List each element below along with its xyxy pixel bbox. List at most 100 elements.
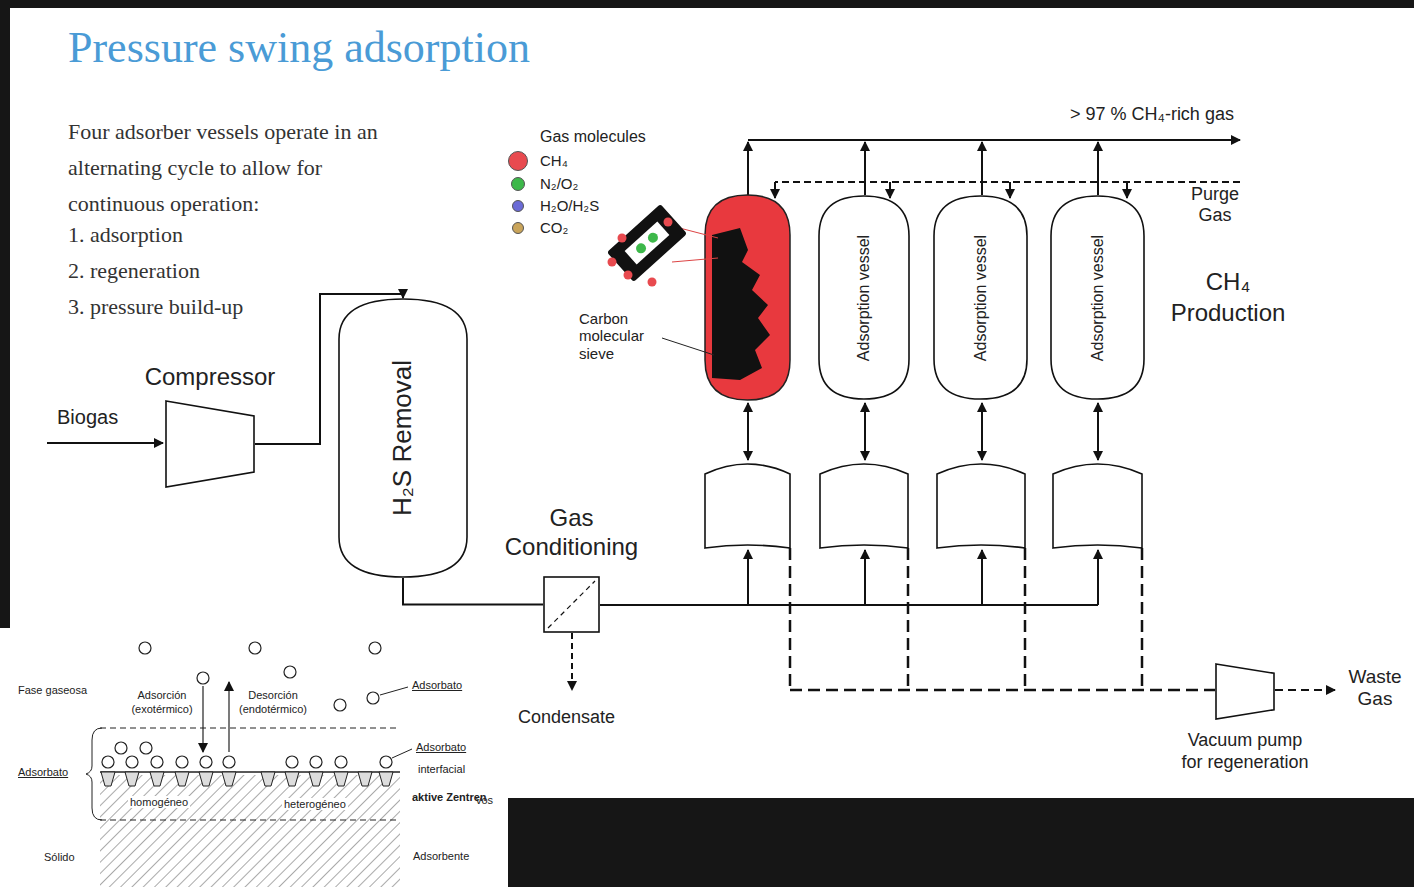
list-item: 3. pressure build-up	[68, 294, 243, 320]
adsorbate-molecule	[284, 666, 296, 678]
feed-riser	[747, 550, 749, 605]
inset-label: Fase gaseosa	[18, 684, 87, 696]
intro-text: Four adsorber vessels operate in an alte…	[68, 114, 398, 222]
phase-boundary	[100, 728, 398, 729]
active-site	[285, 772, 299, 786]
inset-label: homogéneo	[128, 796, 190, 808]
adsorbate-molecule	[139, 642, 151, 654]
product-riser	[747, 142, 749, 195]
purge-drop	[889, 182, 891, 198]
inset-label: vos	[476, 794, 493, 806]
vessel-tank-arrow	[981, 403, 983, 460]
active-site	[175, 772, 189, 786]
inset-label: Adsorbato	[416, 741, 466, 753]
node-label: Vacuum pump for regeneration	[1175, 730, 1315, 773]
inset-label: heterogéneo	[282, 798, 348, 810]
vacuum-drop	[907, 548, 910, 690]
vessel-outline	[934, 196, 1027, 399]
adsorbent-solid	[100, 775, 400, 887]
molecule	[634, 241, 648, 255]
leader-line	[380, 687, 408, 695]
legend-label: CH₄	[540, 152, 568, 169]
legend-swatch	[512, 222, 524, 234]
vacuum-drop	[789, 548, 792, 690]
adsorbate-molecule	[197, 672, 209, 684]
surface-line	[100, 771, 400, 773]
condensate-arrow	[571, 633, 573, 690]
buffer-tank	[820, 464, 908, 548]
node-outline	[543, 576, 600, 633]
adsorbate-bracket	[86, 728, 102, 820]
node-label: Adsorption vessel	[1088, 234, 1107, 360]
adsorbate-molecule	[334, 699, 346, 711]
vacuum-drop	[1024, 548, 1027, 690]
active-site	[101, 772, 115, 786]
active-site	[358, 772, 372, 786]
machine-node: Compressor	[165, 400, 255, 488]
vessel-node: Adsorption vessel	[818, 195, 910, 400]
inset-label: Adsorbato	[18, 766, 68, 778]
feed-arrow	[47, 442, 163, 444]
active-site	[379, 772, 393, 786]
node-label: H₂S Removal	[387, 360, 418, 516]
inset-label: aktive Zentren	[412, 791, 487, 803]
inset-panel	[0, 628, 508, 887]
adsorbate-molecule	[223, 756, 235, 768]
molecule	[664, 218, 673, 227]
vessel-tank-arrow	[864, 403, 866, 460]
product-riser	[1097, 142, 1099, 195]
waste-arrow	[1275, 689, 1335, 691]
stream-label: Condensate	[518, 707, 615, 728]
molecule	[646, 231, 660, 245]
node-outline	[1215, 663, 1275, 720]
legend-label: H₂O/H₂S	[540, 197, 599, 214]
legend-swatch	[512, 200, 524, 212]
active-site	[334, 772, 348, 786]
molecule	[608, 258, 617, 267]
molecule	[648, 278, 657, 287]
adsorbate-molecule	[140, 742, 152, 754]
buffer-tank	[1053, 464, 1142, 548]
purge-drop	[1009, 182, 1011, 198]
buffer-tank	[937, 464, 1025, 548]
adsorbate-molecule	[369, 642, 381, 654]
inset-label: interfacial	[418, 763, 465, 775]
node-outline	[165, 400, 255, 488]
legend-label: CO₂	[540, 219, 568, 236]
legend-swatch	[508, 151, 528, 171]
purge-drop	[774, 182, 776, 198]
section-label: CH₄ Production	[1153, 266, 1303, 328]
legend-swatch	[511, 177, 525, 191]
filter-diagonal	[548, 581, 595, 628]
callout-label: Carbon molecular sieve	[579, 310, 669, 362]
product-riser	[981, 142, 983, 195]
vessel-outline	[1051, 196, 1144, 399]
sieve-pore	[625, 222, 670, 265]
active-adsorption-vessel	[705, 195, 790, 400]
carbon-sieve-bulk	[712, 228, 770, 380]
vessel-node: Adsorption vessel	[1050, 195, 1145, 400]
inset-label: Adsorción (exotérmico)	[126, 689, 198, 717]
zoom-line	[672, 258, 718, 262]
sieve-leader	[662, 338, 714, 355]
inset-label: Adsorbato	[412, 679, 462, 691]
stream-label: Biogas	[57, 406, 118, 429]
adsorbate-molecule	[249, 642, 261, 654]
active-site	[222, 772, 236, 786]
adsorbate-molecule	[310, 756, 322, 768]
inset-label: Desorción (endotérmico)	[234, 689, 312, 717]
slide-title: Pressure swing adsorption	[68, 22, 530, 73]
adsorbate-molecule	[335, 756, 347, 768]
adsorbate-molecule	[176, 756, 188, 768]
vessel-node: Adsorption vessel	[933, 195, 1028, 400]
purge-drop	[1126, 182, 1128, 198]
active-site	[125, 772, 139, 786]
vacuum-header	[790, 689, 1215, 692]
feed-riser	[864, 550, 866, 605]
process-box: Gas Conditioning	[543, 576, 600, 633]
buffer-tank	[705, 464, 790, 548]
leader-line	[392, 749, 412, 758]
machine-node: Vacuum pump for regeneration	[1215, 663, 1275, 720]
active-site	[261, 772, 275, 786]
